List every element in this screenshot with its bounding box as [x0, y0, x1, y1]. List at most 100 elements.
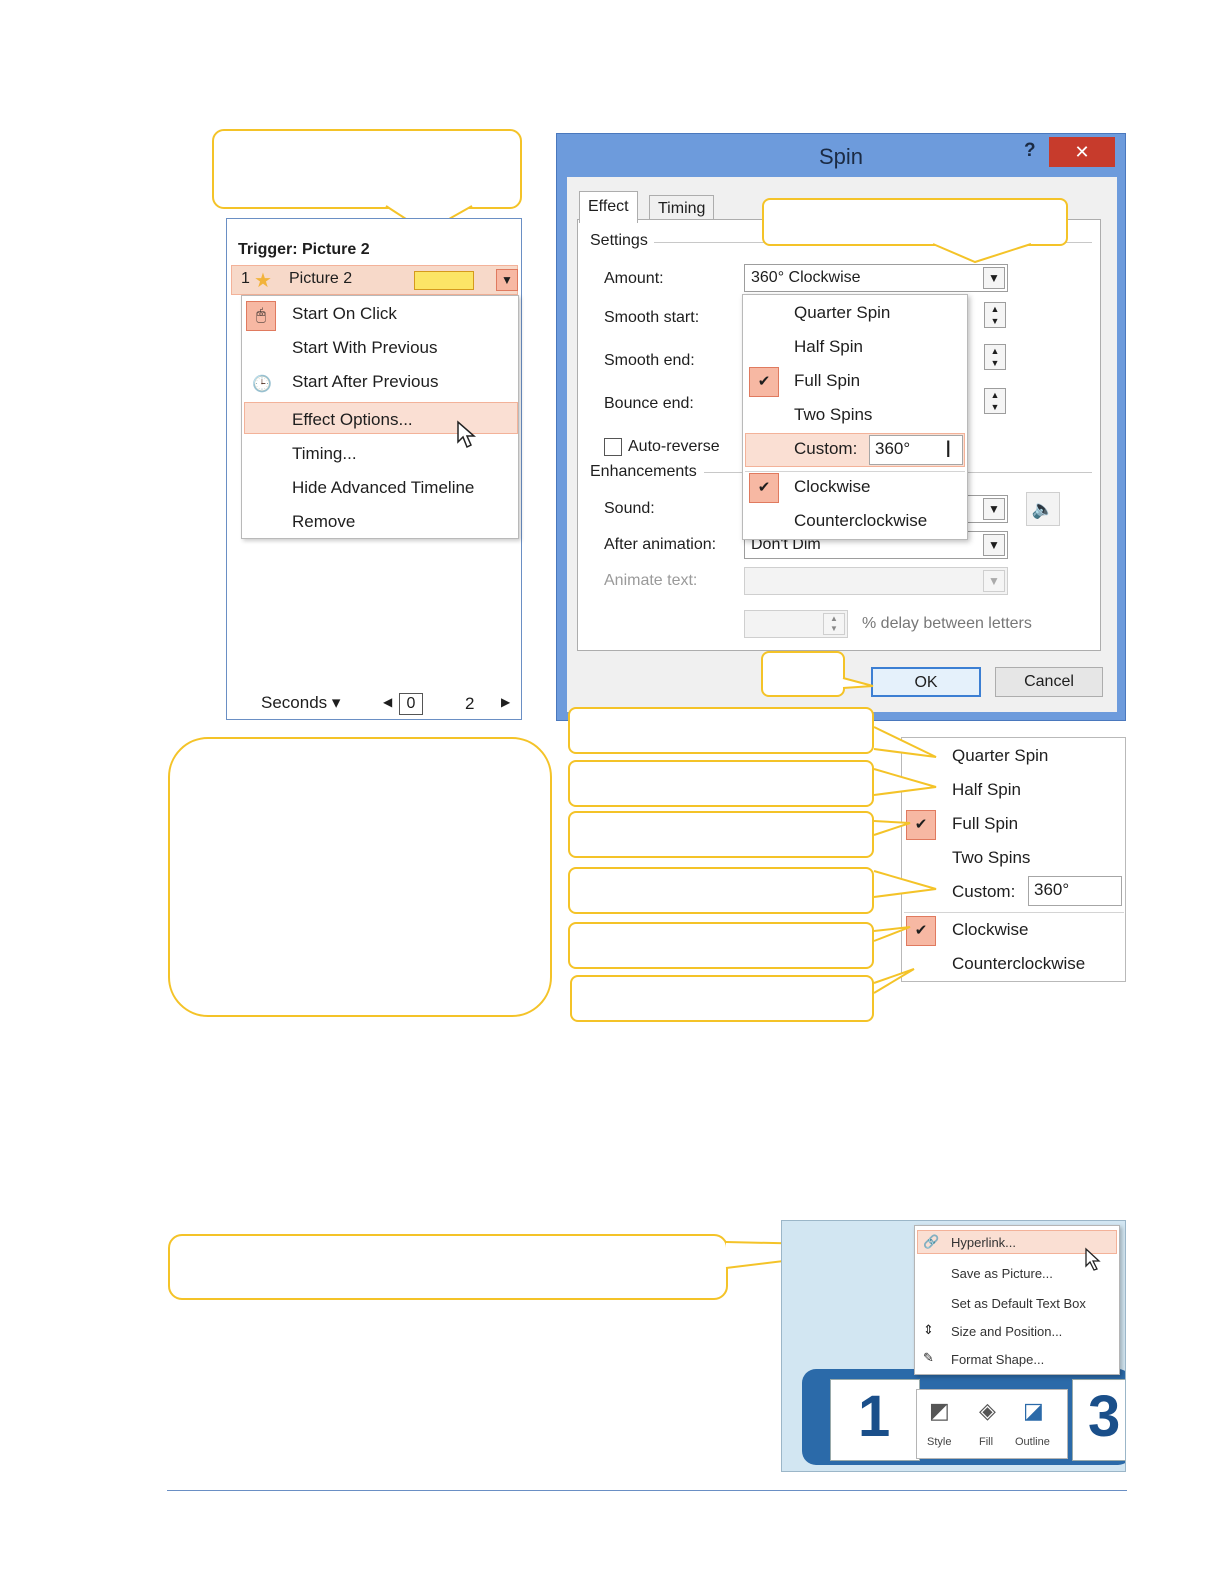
chevron-down-icon[interactable]: ▼ [983, 498, 1005, 520]
zoom-option-custom-label: Custom: [952, 882, 1016, 901]
amount-combo[interactable]: 360° Clockwise ▼ [744, 264, 1008, 292]
tile-1[interactable] [830, 1379, 920, 1461]
scroll-left-icon[interactable]: ◀ [383, 695, 393, 709]
callout-pointer-ok [842, 677, 874, 689]
option-quarter-spin[interactable]: Quarter Spin [794, 303, 891, 322]
style-icon[interactable]: ◩ [929, 1398, 950, 1423]
help-button[interactable]: ? [1024, 140, 1036, 161]
menu-timing[interactable]: Timing... [292, 444, 357, 463]
settings-group-label: Settings [590, 232, 654, 250]
animate-text-combo: ▼ [744, 567, 1008, 595]
after-animation-label: After animation: [604, 536, 717, 553]
animation-pane: Trigger: Picture 2 1 ★ Picture 2 ▼ 🖱 Sta… [226, 218, 522, 720]
checkmark-icon: ✔ [749, 473, 779, 503]
option-full-spin[interactable]: Full Spin [794, 371, 861, 390]
tab-timing[interactable]: Timing [649, 195, 715, 221]
callout-box-custom [568, 867, 874, 914]
timeline-scale[interactable]: ◀ 0 2 ▶ [379, 693, 519, 717]
zoom-option-clockwise[interactable]: Clockwise [952, 920, 1029, 939]
scroll-right-icon[interactable]: ▶ [501, 695, 511, 709]
callout-pointers-zoom [873, 726, 937, 994]
zoom-option-counterclockwise[interactable]: Counterclockwise [952, 954, 1086, 973]
callout-bubble-large-left [168, 737, 552, 1017]
callout-box-clockwise [568, 922, 874, 969]
zoom-option-full-spin[interactable]: Full Spin [952, 814, 1019, 833]
menu-effect-options[interactable]: Effect Options... [292, 410, 413, 429]
callout-box-amount [762, 198, 1068, 246]
mouse-cursor-icon [1085, 1247, 1101, 1271]
mini-style-label: Style [927, 1436, 952, 1448]
after-animation-value: Don't Dim [751, 536, 821, 553]
chevron-down-icon[interactable]: ▼ [983, 267, 1005, 289]
animation-context-menu: 🖱 Start On Click Start With Previous 🕒 S… [241, 295, 519, 539]
menu-start-on-click[interactable]: Start On Click [292, 304, 397, 323]
menu-remove[interactable]: Remove [292, 512, 356, 531]
callout-bubble-top-left [212, 129, 522, 209]
callout-box-quarter [568, 707, 874, 754]
menu-hyperlink[interactable]: Hyperlink... [951, 1235, 1017, 1250]
option-two-spins[interactable]: Two Spins [794, 405, 873, 424]
ok-button[interactable]: OK [871, 667, 981, 697]
custom-input[interactable]: 360° [869, 435, 963, 465]
callout-box-hyperlink [168, 1234, 728, 1300]
smooth-start-spinner[interactable]: ▲▼ [984, 302, 1006, 328]
scale-end: 2 [465, 694, 475, 713]
menu-hide-advanced-timeline[interactable]: Hide Advanced Timeline [292, 478, 475, 497]
zoom-custom-input[interactable]: 360° [1028, 876, 1122, 906]
menu-start-with-previous[interactable]: Start With Previous [292, 338, 438, 357]
mouse-icon: 🖱 [246, 301, 276, 331]
cancel-button[interactable]: Cancel [995, 667, 1103, 697]
menu-save-as-picture[interactable]: Save as Picture... [951, 1266, 1053, 1281]
dialog-body: Effect Timing Settings Amount: 360° Cloc… [567, 177, 1117, 712]
star-icon: ★ [254, 270, 272, 292]
delay-spinner: ▲▼ [823, 613, 845, 635]
shape-context-screenshot: 1 3 🔗 Hyperlink... Save as Picture... Se… [781, 1220, 1126, 1472]
shape-context-menu: 🔗 Hyperlink... Save as Picture... Set as… [914, 1225, 1120, 1375]
zoomed-amount-options: Quarter Spin Half Spin ✔ Full Spin Two S… [901, 737, 1126, 982]
menu-size-and-position[interactable]: Size and Position... [951, 1324, 1063, 1339]
option-counterclockwise[interactable]: Counterclockwise [794, 511, 928, 530]
mouse-cursor-icon [457, 420, 476, 449]
menu-set-default-text-box[interactable]: Set as Default Text Box [951, 1296, 1086, 1311]
menu-highlight [917, 1230, 1117, 1254]
size-position-icon: ⇕ [923, 1322, 934, 1337]
chevron-down-icon[interactable]: ▼ [496, 269, 518, 291]
seconds-dropdown[interactable]: Seconds ▾ [261, 693, 341, 712]
tile-3-number: 3 [1088, 1384, 1121, 1449]
speaker-icon[interactable]: 🔈 [1026, 492, 1060, 526]
menu-start-after-previous[interactable]: Start After Previous [292, 372, 439, 391]
scale-start: 0 [399, 693, 423, 715]
timeline-bar[interactable] [414, 271, 474, 290]
close-button[interactable]: ✕ [1049, 137, 1115, 167]
dialog-title: Spin [818, 144, 864, 169]
zoom-option-half-spin[interactable]: Half Spin [952, 780, 1021, 799]
tab-effect[interactable]: Effect [579, 191, 638, 223]
option-half-spin[interactable]: Half Spin [794, 337, 863, 356]
tile-3[interactable] [1072, 1379, 1125, 1461]
effect-panel: Settings Amount: 360° Clockwise ▼ Smooth… [577, 219, 1101, 651]
mini-outline-label: Outline [1015, 1436, 1050, 1448]
mini-fill-label: Fill [979, 1436, 994, 1448]
animation-item-row[interactable]: 1 ★ Picture 2 ▼ [231, 265, 518, 295]
text-cursor-icon: Ⅰ [945, 437, 952, 462]
smooth-end-spinner[interactable]: ▲▼ [984, 344, 1006, 370]
amount-dropdown-list: Quarter Spin Half Spin ✔ Full Spin Two S… [742, 294, 968, 540]
option-clockwise[interactable]: Clockwise [794, 477, 871, 496]
option-custom-label: Custom: [794, 439, 858, 458]
smooth-end-label: Smooth end: [604, 352, 695, 369]
chevron-down-icon[interactable]: ▼ [983, 534, 1005, 556]
sound-label: Sound: [604, 500, 655, 517]
zoom-option-quarter-spin[interactable]: Quarter Spin [952, 746, 1049, 765]
outline-icon[interactable]: ◪ [1023, 1398, 1044, 1423]
tile-1-number: 1 [858, 1384, 891, 1449]
bounce-end-spinner[interactable]: ▲▼ [984, 388, 1006, 414]
checkmark-icon: ✔ [749, 367, 779, 397]
zoom-option-two-spins[interactable]: Two Spins [952, 848, 1031, 867]
menu-format-shape[interactable]: Format Shape... [951, 1352, 1045, 1367]
format-shape-icon: ✎ [923, 1350, 934, 1365]
item-name: Picture 2 [289, 270, 353, 287]
callout-box-full [568, 811, 874, 858]
auto-reverse-checkbox[interactable] [604, 438, 622, 456]
fill-icon[interactable]: ◈ [979, 1398, 996, 1423]
callout-box-ok [761, 651, 845, 697]
